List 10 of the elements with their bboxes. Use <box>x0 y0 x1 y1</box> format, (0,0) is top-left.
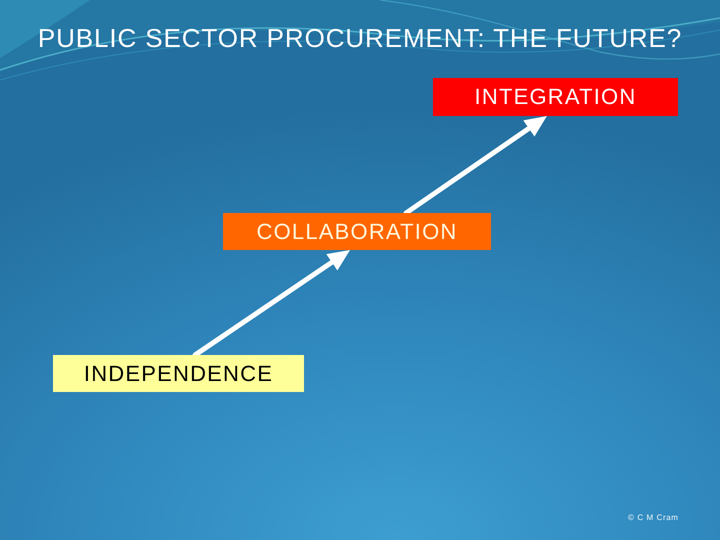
stage-box <box>433 78 678 116</box>
slide-title: PUBLIC SECTOR PROCUREMENT: THE FUTURE? <box>36 22 684 54</box>
arrow <box>404 114 550 216</box>
stage-label: COLLABORATION <box>256 218 458 244</box>
copyright-note: © C M Cram <box>628 513 679 523</box>
stage-label: INTEGRATION <box>474 84 636 110</box>
arrow <box>192 248 353 358</box>
stage-box <box>223 213 491 250</box>
stage-box <box>53 355 304 392</box>
stage-label: INDEPENDENCE <box>84 360 274 386</box>
